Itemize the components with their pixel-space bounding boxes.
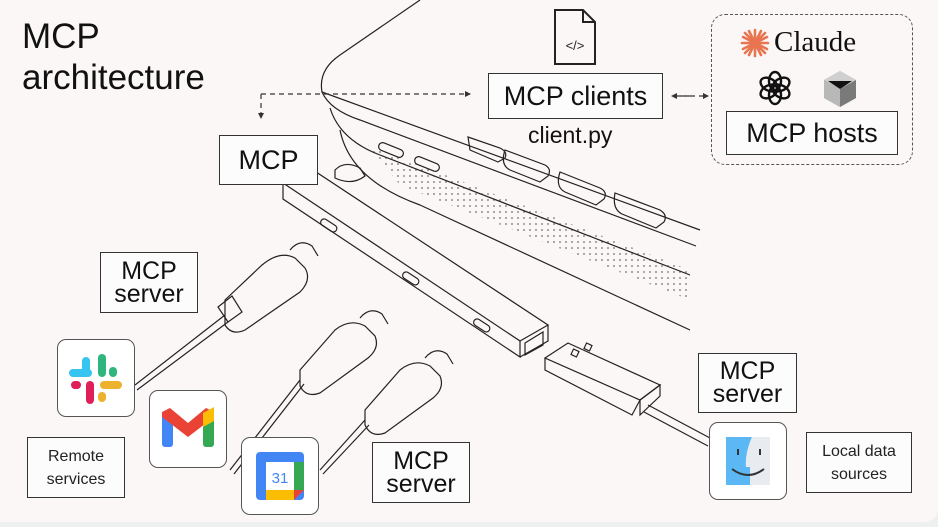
server-label-line-2: server: [114, 279, 184, 308]
server-label-line-2: server: [386, 469, 456, 498]
mcp-hub-box: MCP: [219, 135, 318, 185]
laptop-illustration: [320, 0, 701, 331]
usb-a-cable: [543, 342, 711, 447]
server-label-line-1: MCP: [393, 446, 449, 475]
mcp-hub-label: MCP: [238, 144, 299, 175]
mcp-server-box-3: MCP server: [698, 353, 797, 413]
server-label-line-1: MCP: [719, 357, 776, 385]
client-filename: client.py: [528, 122, 613, 148]
mcp-clients-label: MCP clients: [503, 80, 648, 111]
mcp-clients-box: MCP clients: [488, 73, 663, 119]
calendar-day: 31: [272, 470, 289, 487]
diagram-title: MCP architecture: [22, 16, 205, 98]
google-calendar-app-tile: 31: [241, 437, 319, 515]
gmail-app-tile: [149, 390, 227, 468]
finder-icon: [726, 437, 770, 485]
finder-app-tile: [709, 422, 787, 500]
mcp-hosts-label: MCP hosts: [746, 117, 878, 148]
slack-icon: [69, 354, 122, 404]
dashed-connectors: [258, 91, 709, 119]
openai-icon: [759, 70, 791, 106]
remote-services-caption: Remote services: [27, 437, 125, 498]
code-file-icon: </>: [554, 9, 596, 65]
server-label-line-2: server: [712, 380, 783, 408]
mcp-server-box-1: MCP server: [100, 252, 198, 313]
slack-app-tile: [57, 339, 135, 417]
title-line-2: architecture: [22, 58, 205, 97]
google-calendar-icon: 31: [256, 452, 304, 500]
caption-line-1: Remote: [47, 447, 105, 465]
local-data-sources-caption: Local data sources: [806, 432, 912, 493]
usb-c-cables: [134, 242, 454, 475]
mcp-hosts-group: [711, 14, 913, 165]
svg-text:</>: </>: [566, 38, 585, 53]
usb-hub-illustration: [282, 163, 550, 359]
gmail-icon: [162, 407, 214, 447]
gemini-cube-icon: [824, 71, 856, 107]
caption-line-2: sources: [830, 465, 888, 483]
caption-line-1: Local data: [822, 442, 896, 460]
title-line-1: MCP: [22, 17, 100, 56]
claude-spark-icon: [740, 28, 770, 57]
mcp-hosts-box: MCP hosts: [726, 111, 898, 155]
claude-wordmark: Claude: [774, 26, 857, 58]
mcp-server-box-2: MCP server: [372, 442, 470, 503]
claude-brand: Claude: [740, 26, 856, 59]
server-label-line-1: MCP: [121, 256, 177, 285]
caption-line-2: services: [46, 470, 106, 488]
